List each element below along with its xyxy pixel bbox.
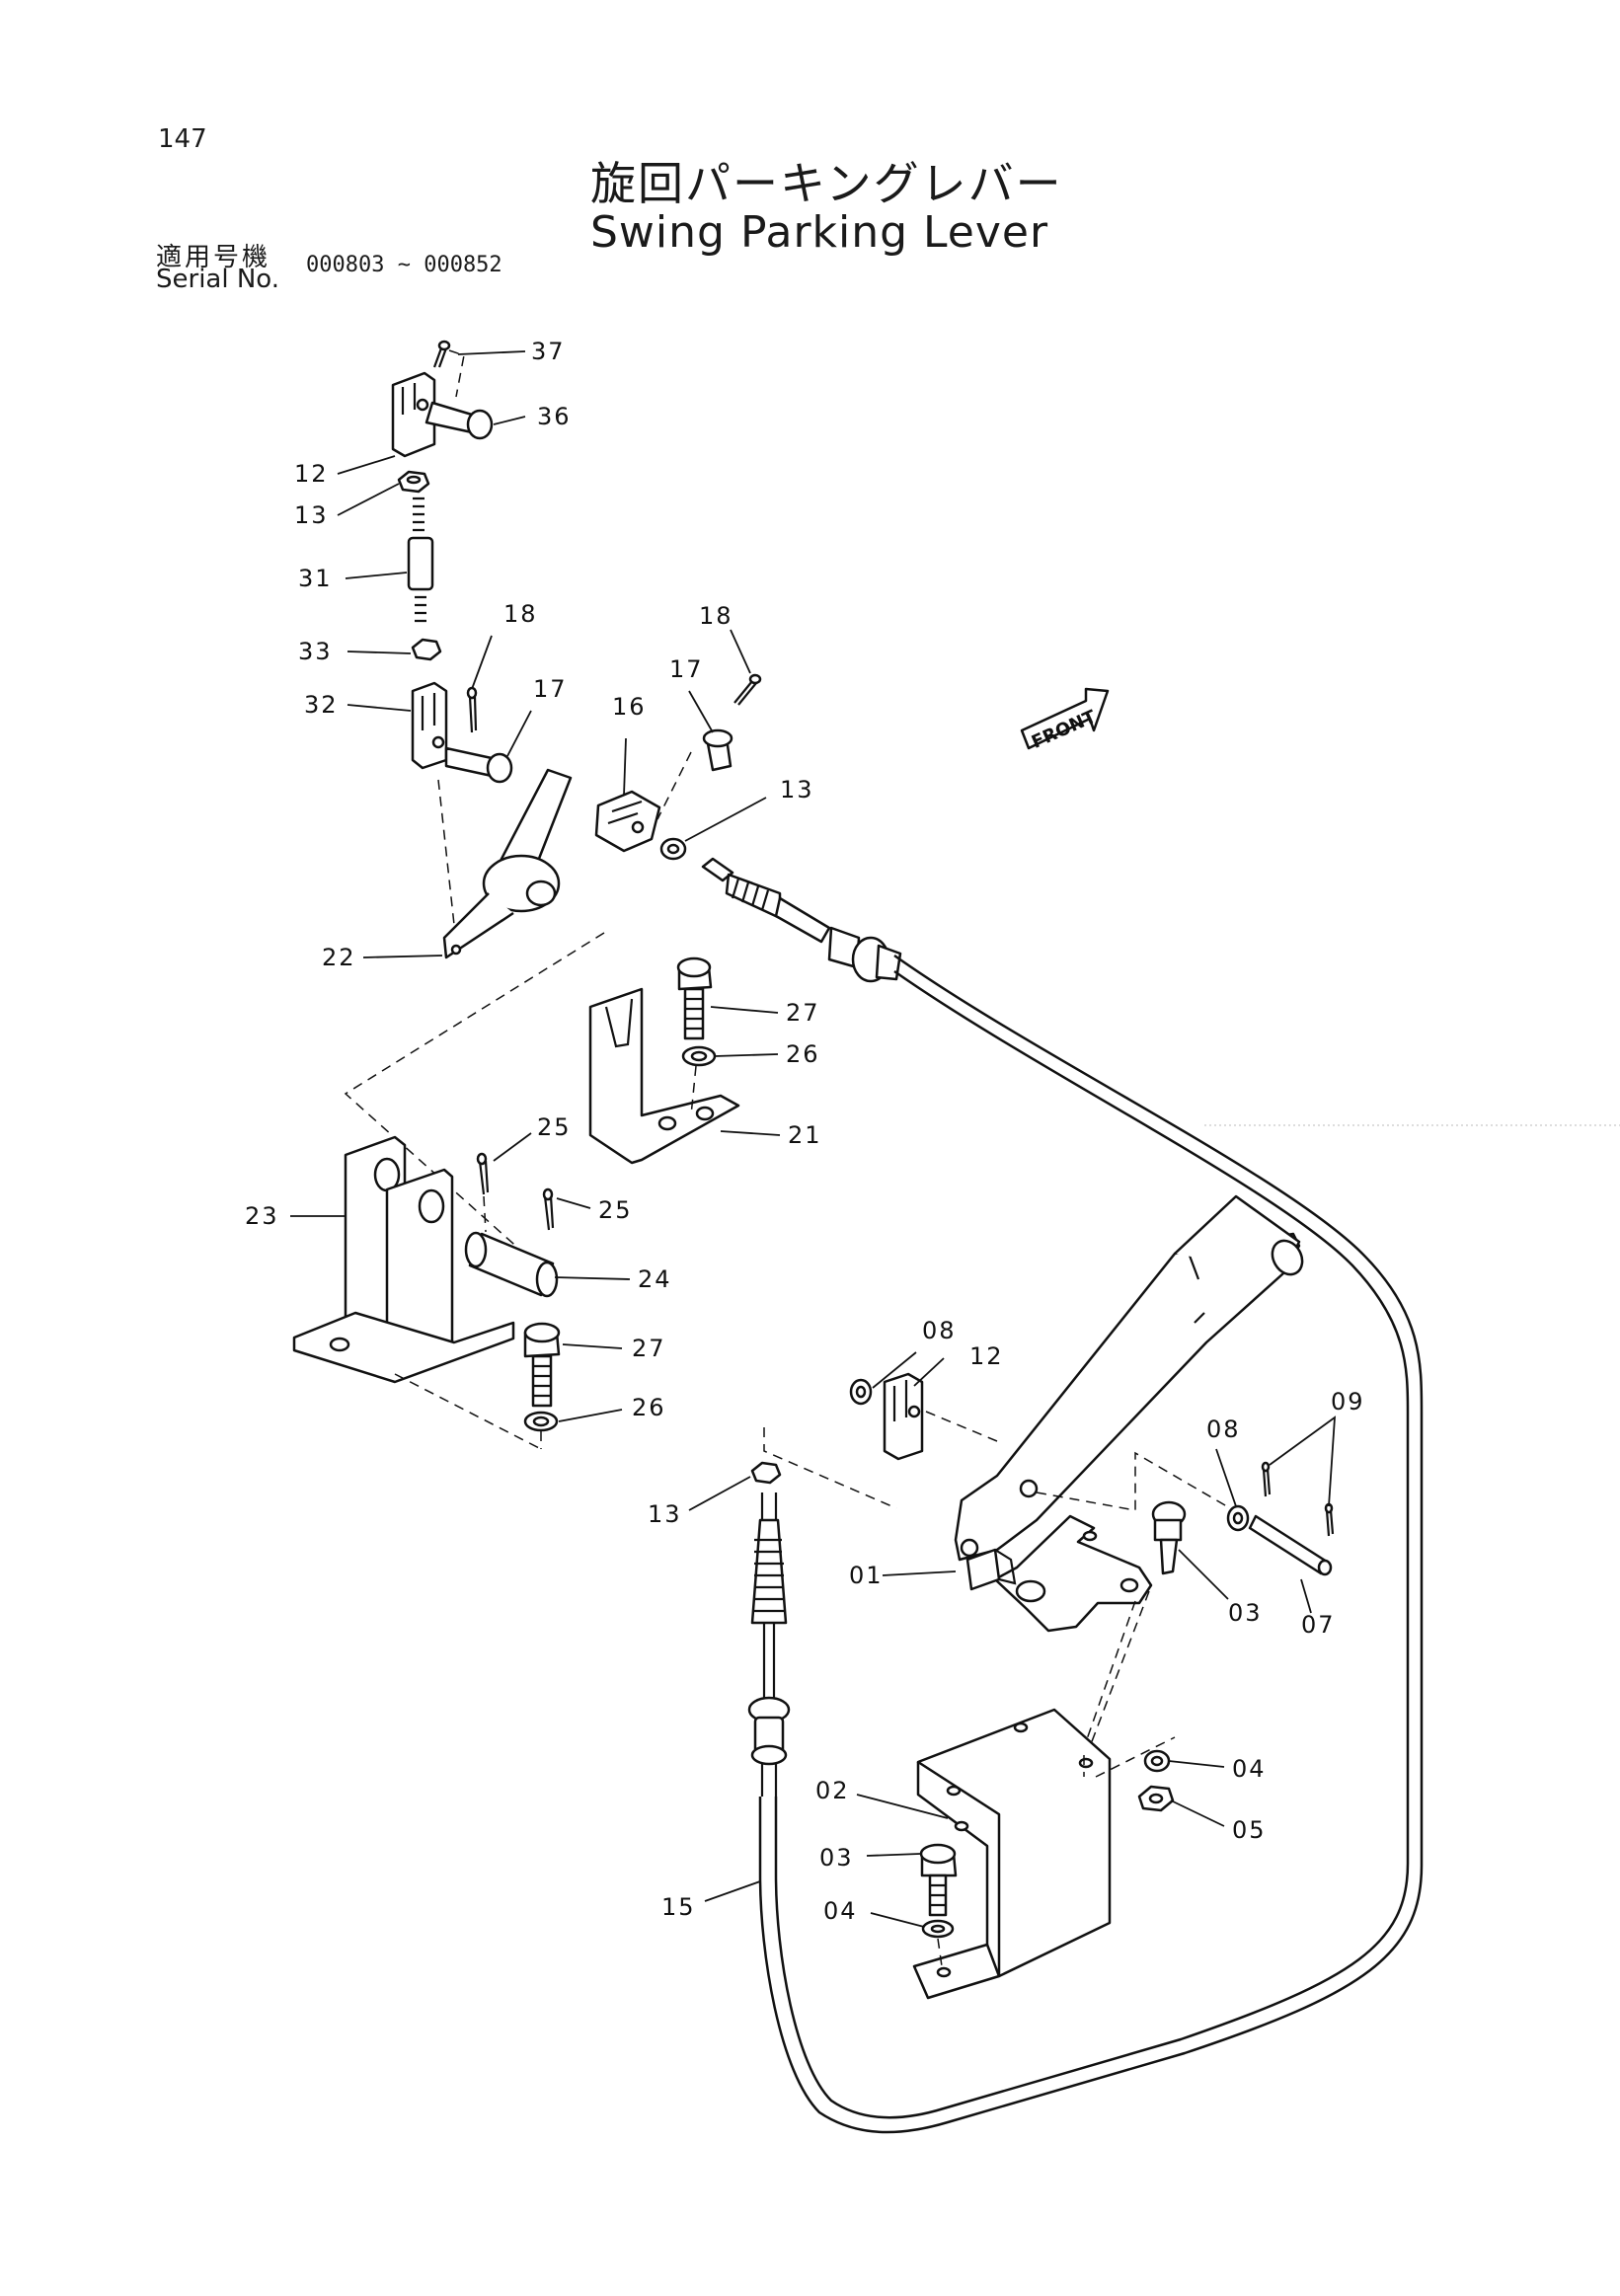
clevis-12-lower <box>883 1372 924 1461</box>
pin-17-right <box>702 728 733 772</box>
control-cable-15 <box>747 1492 791 1797</box>
cotter-pin-25-right <box>542 1187 555 1231</box>
clevis-32 <box>411 681 448 770</box>
serial-label-japanese: 適用号機 <box>156 243 271 272</box>
nut-13-top <box>397 470 430 494</box>
cotter-pin-18-right <box>733 673 762 706</box>
title-english: Swing Parking Lever <box>590 207 1049 258</box>
label-17b: 17 <box>669 655 704 683</box>
nut-13-middle <box>659 837 687 861</box>
serial-label-english: Serial No. <box>156 265 279 294</box>
label-22: 22 <box>322 944 356 971</box>
pin-17-left <box>444 746 513 784</box>
title-japanese: 旋回パーキングレバー <box>590 157 1063 210</box>
washer-26-top <box>681 1045 717 1067</box>
label-13a: 13 <box>294 501 329 529</box>
cotter-pins-09 <box>1261 1461 1335 1537</box>
label-25b: 25 <box>598 1196 633 1224</box>
label-12a: 12 <box>294 460 329 488</box>
label-36: 36 <box>537 403 572 430</box>
pin-24 <box>464 1231 559 1298</box>
label-13b: 13 <box>780 776 814 804</box>
nut-05 <box>1137 1785 1175 1812</box>
label-24: 24 <box>638 1265 672 1293</box>
serial-range: 000803 ~ 000852 <box>306 253 502 277</box>
pin-07 <box>1248 1514 1333 1576</box>
label-37: 37 <box>531 338 566 365</box>
label-04b: 04 <box>823 1897 858 1925</box>
pin-36 <box>424 401 494 440</box>
label-16: 16 <box>612 693 647 721</box>
base-plate <box>965 1514 1153 1633</box>
callout-leaders <box>290 350 1337 1928</box>
nut-13-lower <box>750 1461 782 1485</box>
washer-26-bottom <box>523 1411 559 1432</box>
bolt-27-bottom <box>523 1322 561 1408</box>
washer-04-right <box>1143 1749 1171 1773</box>
stand-bracket-02 <box>912 1708 1112 2000</box>
label-33: 33 <box>298 638 333 665</box>
page-number: 147 <box>158 124 207 154</box>
label-17a: 17 <box>533 675 568 703</box>
clevis-16 <box>594 790 661 853</box>
bracket-21 <box>588 987 740 1165</box>
label-23: 23 <box>245 1202 279 1230</box>
label-25a: 25 <box>537 1113 572 1141</box>
label-04a: 04 <box>1232 1755 1267 1783</box>
label-18b: 18 <box>699 602 733 630</box>
callout-labels: 37 36 12 13 31 33 18 32 17 18 17 16 13 2… <box>245 338 1365 1925</box>
label-01: 01 <box>849 1562 884 1589</box>
bell-crank-22 <box>442 768 573 959</box>
label-02: 02 <box>815 1777 850 1804</box>
label-21: 21 <box>788 1121 822 1149</box>
label-12b: 12 <box>969 1342 1004 1370</box>
label-08a: 08 <box>922 1317 957 1344</box>
label-31: 31 <box>298 565 333 592</box>
label-13c: 13 <box>648 1500 682 1528</box>
label-07: 07 <box>1301 1611 1336 1639</box>
bracket-23 <box>292 1135 515 1384</box>
front-arrow-icon: FRONT <box>1020 687 1110 753</box>
label-15: 15 <box>661 1893 696 1921</box>
label-26a: 26 <box>786 1040 820 1068</box>
turnbuckle-31 <box>407 497 434 623</box>
label-08b: 08 <box>1206 1416 1241 1443</box>
label-26b: 26 <box>632 1394 666 1421</box>
label-09: 09 <box>1331 1388 1365 1416</box>
label-03a: 03 <box>1228 1599 1263 1627</box>
label-27a: 27 <box>786 999 820 1027</box>
cotter-pin-18-left <box>466 686 478 733</box>
washer-04-left <box>921 1919 955 1939</box>
bolt-27-top <box>676 957 713 1040</box>
bolt-03-upper <box>1151 1500 1187 1575</box>
bolt-03-lower <box>919 1843 958 1917</box>
label-03b: 03 <box>819 1844 854 1872</box>
label-18a: 18 <box>503 600 538 628</box>
label-32: 32 <box>304 691 339 719</box>
cotter-pin-37 <box>432 340 465 398</box>
nut-33 <box>411 638 442 661</box>
control-cable-upper <box>701 857 902 983</box>
cotter-pin-25-left <box>476 1152 490 1195</box>
label-27b: 27 <box>632 1335 666 1362</box>
washer-08-left <box>849 1378 873 1406</box>
hand-lever-01 <box>954 1194 1304 1562</box>
label-05: 05 <box>1232 1816 1267 1844</box>
washer-08-right <box>1226 1504 1250 1532</box>
clevis-12-top <box>391 371 436 458</box>
